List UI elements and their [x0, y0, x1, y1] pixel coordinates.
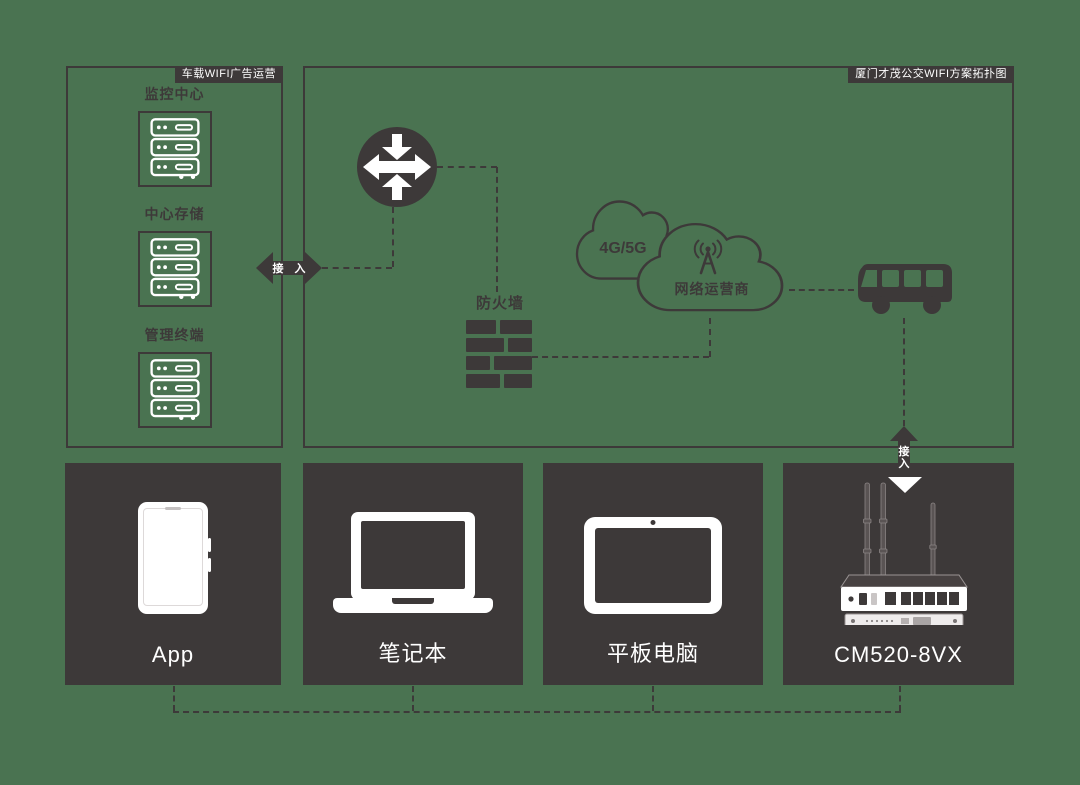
firewall-row — [466, 320, 532, 334]
laptop-icon — [333, 512, 493, 613]
server-box — [137, 231, 212, 307]
device-label: 平板电脑 — [606, 641, 699, 666]
router-cross-icon — [357, 127, 437, 207]
access-link-left: 接 入 — [256, 249, 322, 287]
management-terminal-group: 管理终端 — [68, 325, 281, 428]
server-rack-icon — [149, 238, 200, 300]
connector-app-stub — [173, 686, 175, 711]
laptop-base — [333, 598, 493, 613]
phone-side-button — [208, 558, 211, 572]
connector-access-to-router — [322, 267, 392, 269]
smartphone-icon — [138, 502, 211, 614]
device-box-laptop: 笔记本 — [303, 463, 523, 685]
server-rack-icon — [149, 359, 200, 421]
access-left-label: 接 入 — [272, 263, 310, 275]
device-box-cm520: CM520-8VX — [783, 463, 1014, 685]
tablet-screen — [595, 528, 711, 603]
connector-cloud-to-bus — [789, 289, 854, 291]
device-box-app: App — [65, 463, 281, 685]
cellular-cloud-label: 4G/5G — [599, 240, 647, 257]
firewall-row — [466, 338, 532, 352]
firewall-label: 防火墙 — [475, 295, 524, 312]
connector-bus-to-router-device — [903, 318, 905, 426]
firewall-bricks-icon — [466, 320, 532, 388]
firewall-row — [466, 356, 532, 370]
ad-panel-badge: 车载WIFI广告运营 — [174, 66, 283, 83]
topology-panel-badge: 厦门才茂公交WIFI方案拓扑图 — [848, 66, 1014, 83]
server-group-label: 监控中心 — [144, 86, 205, 102]
down-triangle-icon — [888, 477, 922, 493]
double-arrow-icon — [256, 252, 322, 284]
ad-operation-panel: 车载WIFI广告运营 监控中心 — [66, 66, 283, 448]
router-node — [357, 127, 437, 207]
server-group-label: 管理终端 — [144, 327, 205, 343]
server-box — [137, 352, 212, 428]
bus-wifi-topology-panel: 厦门才茂公交WIFI方案拓扑图 — [303, 66, 1014, 448]
monitoring-center-group: 监控中心 — [68, 84, 281, 187]
laptop-notch — [392, 598, 434, 604]
phone-screen — [143, 508, 203, 606]
phone-speaker — [165, 507, 181, 510]
connector-device-bus-line — [173, 711, 901, 713]
connector-router-to-firewall-v — [496, 167, 498, 292]
access-right-label: 接 入 — [896, 446, 912, 470]
tablet-icon — [584, 517, 722, 614]
central-storage-group: 中心存储 — [68, 204, 281, 307]
connector-firewall-to-cloud — [532, 356, 709, 358]
server-group-label: 中心存储 — [144, 206, 205, 222]
cloud-icon — [575, 200, 784, 312]
phone-side-button — [208, 538, 211, 552]
connector-laptop-stub — [412, 686, 414, 711]
device-box-tablet: 平板电脑 — [543, 463, 763, 685]
connector-cm520-stub — [899, 686, 901, 711]
access-right-char-top: 接 — [898, 446, 910, 458]
connector-firewall-to-cloud-v — [709, 318, 711, 357]
access-up-arrow-icon — [890, 426, 918, 464]
tablet-camera — [650, 520, 656, 525]
firewall-row — [466, 374, 532, 388]
device-label: CM520-8VX — [834, 642, 963, 667]
wireless-router-icon — [839, 482, 968, 625]
device-label: App — [151, 642, 195, 667]
server-rack-icon — [149, 118, 200, 180]
carrier-cloud-label: 网络运营商 — [674, 281, 750, 297]
connector-tablet-stub — [652, 686, 654, 711]
laptop-screen-inner — [361, 521, 465, 589]
device-label: 笔记本 — [378, 641, 448, 666]
connector-access-to-router-v — [392, 207, 394, 267]
bus-icon — [858, 264, 952, 314]
laptop-screen — [351, 512, 475, 600]
antenna-icon — [693, 239, 723, 275]
connector-router-to-firewall — [437, 166, 497, 168]
access-right-char-bottom: 入 — [898, 458, 910, 470]
server-box — [137, 111, 212, 187]
